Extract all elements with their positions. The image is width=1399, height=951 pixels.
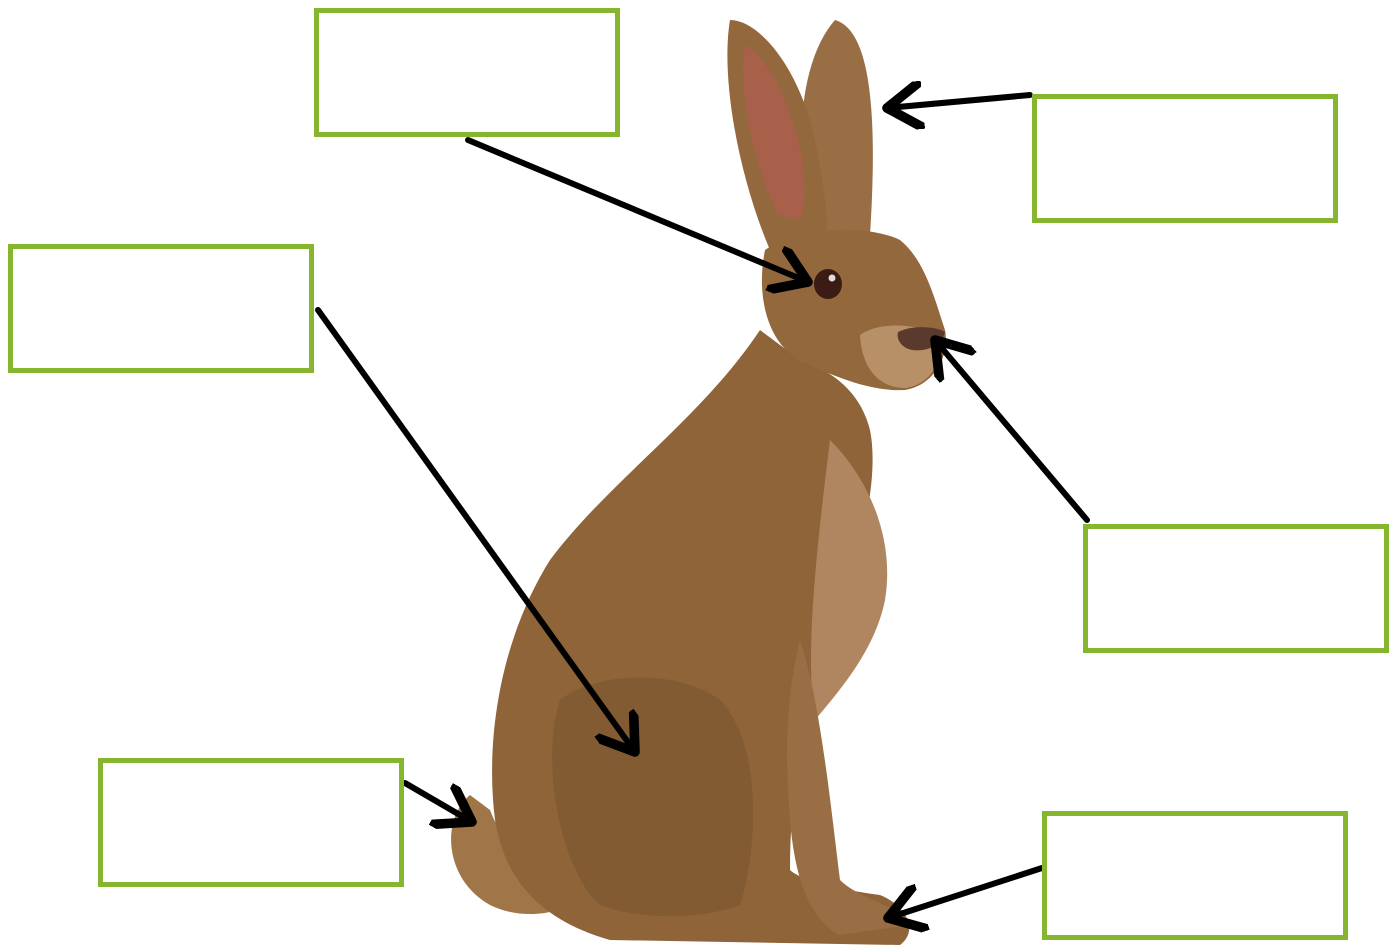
label-box-foot[interactable] [1042,811,1348,940]
label-box-body[interactable] [8,244,314,373]
label-box-ear[interactable] [1032,94,1338,223]
arrow-to-body [315,307,635,752]
arrow-to-nose [935,340,1090,523]
arrow-to-eye [465,137,808,282]
arrow-to-ear [887,95,1033,108]
arrow-to-tail [402,780,472,822]
label-box-eye[interactable] [314,8,620,137]
label-box-nose[interactable] [1083,524,1389,653]
hare-chest [810,440,888,720]
hare-eye [814,269,842,299]
arrow-to-foot [888,865,1045,918]
hare-illustration [451,20,946,945]
hare-front-leg [787,640,910,935]
label-box-tail[interactable] [98,758,404,887]
arrows [315,95,1090,918]
hare-ear-inner [743,45,805,220]
hare-eye-highlight [828,274,836,282]
hare-haunch [552,677,754,917]
